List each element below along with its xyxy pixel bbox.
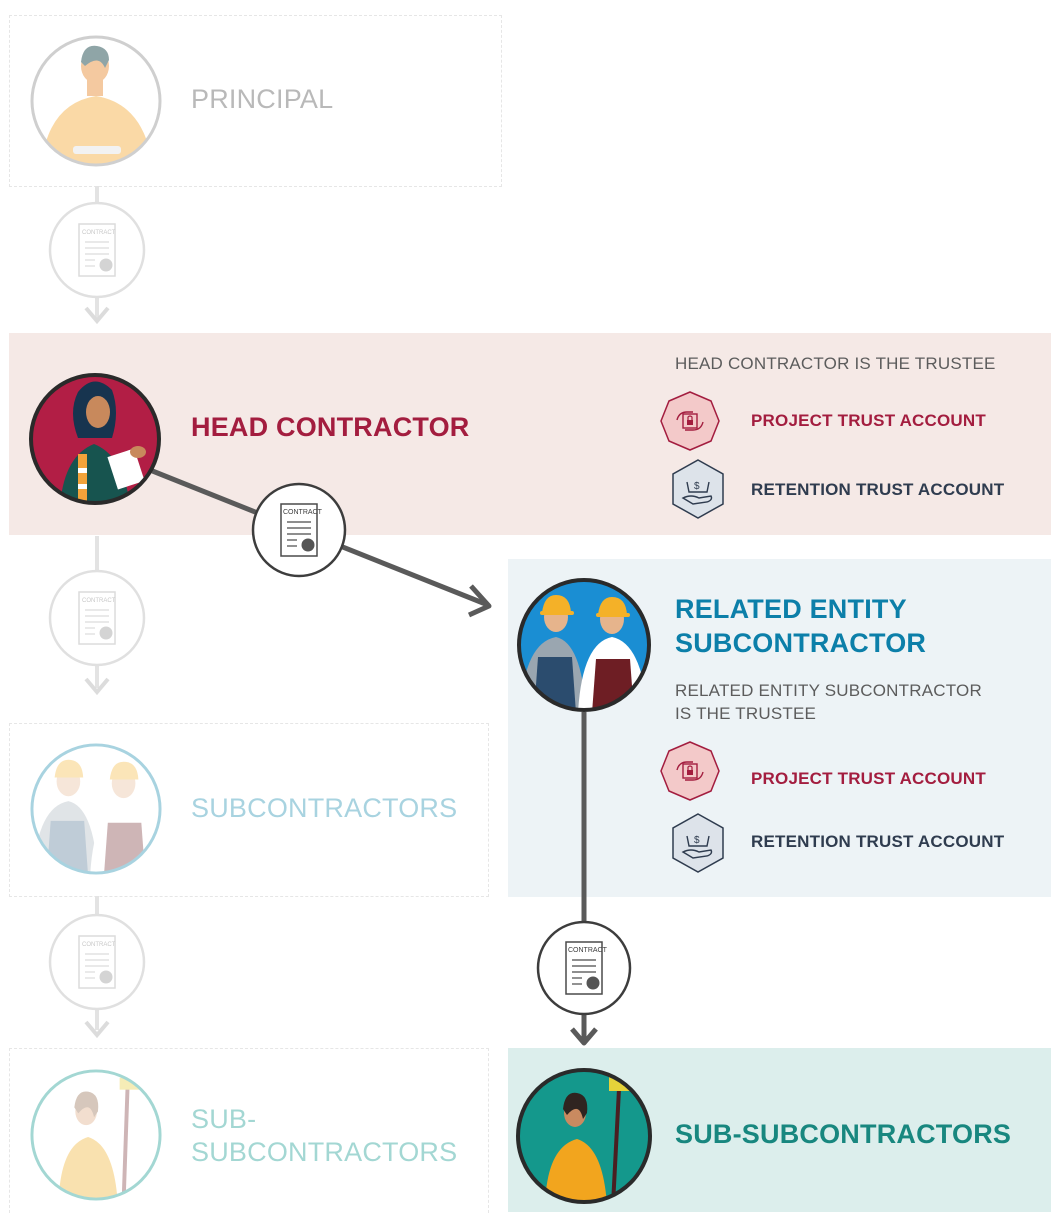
sub-subcontractors-faded-label: SUB- SUBCONTRACTORS — [191, 1103, 457, 1169]
sub-subcontractors-faded-line2: SUBCONTRACTORS — [191, 1137, 458, 1167]
related-trustee-note: RELATED ENTITY SUBCONTRACTOR IS THE TRUS… — [675, 679, 982, 725]
principal-box — [9, 15, 502, 187]
head-contractor-band — [9, 333, 1051, 535]
head-contractor-label: HEAD CONTRACTOR — [191, 412, 470, 442]
contract-text: CONTRACT — [568, 947, 608, 954]
related-project-trust-label: PROJECT TRUST ACCOUNT — [751, 769, 986, 788]
principal-avatar — [30, 35, 162, 167]
related-entity-label-line2: SUBCONTRACTOR — [675, 628, 927, 658]
svg-text:$: $ — [694, 481, 700, 492]
contract-text: CONTRACT — [82, 942, 116, 948]
sub-subcontractors-avatar[interactable] — [515, 1067, 653, 1205]
retention-trust-icon: $ — [672, 459, 724, 519]
related-trustee-note-line2: IS THE TRUSTEE — [675, 704, 817, 723]
head-trustee-note: HEAD CONTRACTOR IS THE TRUSTEE — [675, 354, 996, 373]
subcontractors-avatar — [30, 743, 162, 875]
related-trustee-note-line1: RELATED ENTITY SUBCONTRACTOR — [675, 681, 982, 700]
related-entity-avatar[interactable] — [516, 577, 652, 713]
contract-text: CONTRACT — [82, 598, 116, 604]
svg-text:$: $ — [694, 835, 700, 846]
contract-text: CONTRACT — [82, 230, 116, 236]
retention-trust-icon: $ — [672, 813, 724, 873]
principal-label: PRINCIPAL — [191, 84, 334, 114]
contract-text: CONTRACT — [283, 509, 323, 516]
subcontractors-box — [9, 723, 489, 897]
sub-subcontractors-faded-line1: SUB- — [191, 1104, 257, 1134]
sub-subcontractors-faded-avatar — [30, 1069, 162, 1201]
related-entity-label: RELATED ENTITY SUBCONTRACTOR — [675, 592, 926, 660]
project-trust-icon — [660, 391, 720, 451]
head-retention-trust-label: RETENTION TRUST ACCOUNT — [751, 480, 1005, 499]
head-contractor-avatar[interactable] — [28, 372, 162, 506]
subcontractors-label: SUBCONTRACTORS — [191, 793, 458, 823]
sub-subcontractors-label: SUB-SUBCONTRACTORS — [675, 1119, 1012, 1149]
project-trust-icon — [660, 741, 720, 801]
related-retention-trust-label: RETENTION TRUST ACCOUNT — [751, 832, 1005, 851]
sub-subcontractors-faded-box — [9, 1048, 489, 1213]
head-project-trust-label: PROJECT TRUST ACCOUNT — [751, 411, 986, 430]
related-entity-label-line1: RELATED ENTITY — [675, 594, 907, 624]
